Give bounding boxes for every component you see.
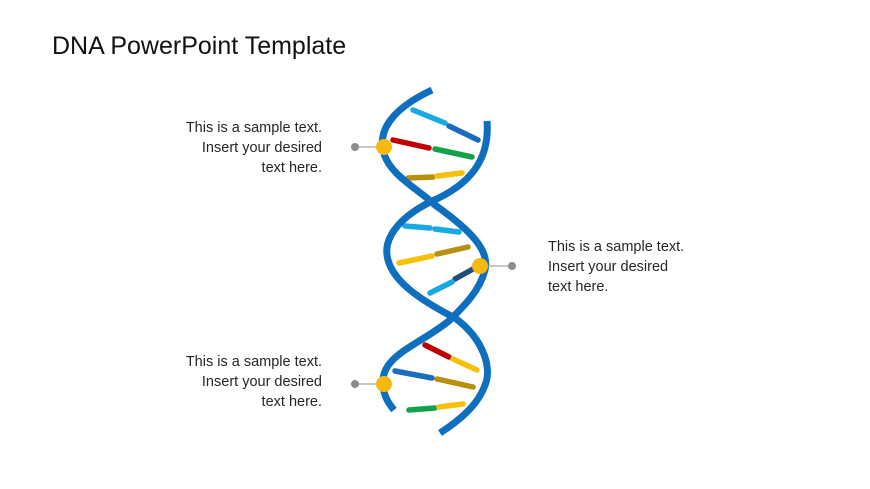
callout-line: Insert your desired (201, 374, 322, 390)
base-pair-rung (434, 170, 465, 179)
callout-marker-middle (472, 258, 516, 274)
base-pair-rung (452, 266, 476, 282)
callout-line: This is a sample text. (185, 354, 322, 370)
callout-line: text here. (548, 279, 609, 295)
base-pair-rung (434, 244, 471, 257)
callout-marker-top (351, 139, 392, 155)
callout-line: text here. (261, 160, 322, 176)
base-pair-rung (432, 146, 475, 160)
callout-line: Insert your desired (548, 259, 669, 275)
callout-line: text here. (261, 394, 322, 410)
callout-text-middle: This is a sample text. Insert your desir… (548, 237, 684, 297)
base-pair-rung (405, 174, 436, 181)
base-pair-rung (434, 376, 476, 390)
base-pair-rung (410, 107, 448, 126)
base-pair-rung (450, 356, 480, 373)
base-pair-rung (402, 223, 433, 231)
base-pair-rung (390, 137, 432, 151)
callout-line: This is a sample text. (548, 239, 685, 255)
base-pair-rung (427, 279, 455, 296)
base-pair-rung (422, 342, 452, 360)
callout-text-top: This is a sample text. Insert your desir… (186, 118, 322, 178)
base-pair-rung (396, 253, 435, 266)
base-pair-rung (432, 226, 462, 235)
base-pair-rung (446, 123, 481, 143)
base-pair-rung (392, 368, 435, 381)
base-pair-rung (406, 405, 438, 413)
dna-strand-b (383, 120, 491, 436)
callout-line: Insert your desired (201, 140, 322, 156)
callout-marker-bottom (351, 376, 392, 392)
callout-text-bottom: This is a sample text. Insert your desir… (186, 352, 322, 412)
slide-title: DNA PowerPoint Template (52, 32, 347, 60)
base-pair-rung (436, 401, 466, 410)
callout-line: This is a sample text. (185, 120, 322, 136)
